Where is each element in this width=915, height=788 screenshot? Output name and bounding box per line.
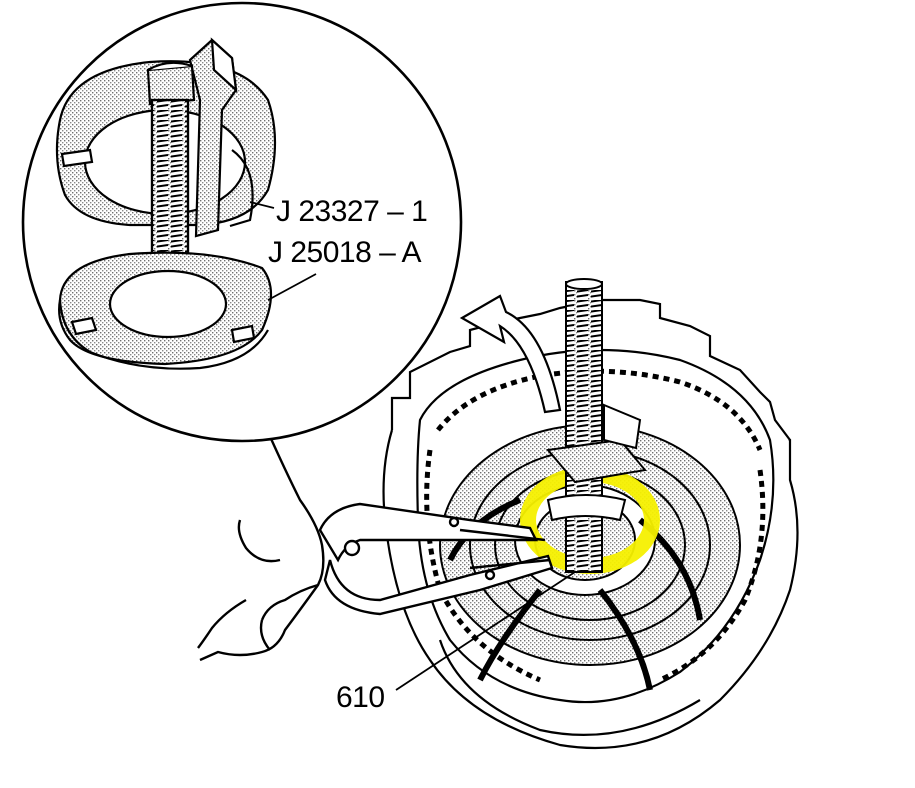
hand: [197, 431, 325, 662]
curved-arrow-icon: [459, 294, 562, 414]
leader-part-610: [395, 571, 576, 691]
leader-lines: [249, 201, 576, 691]
leader-tool-2: [267, 273, 317, 301]
label-tool-j25018-a: J 25018 – A: [268, 236, 421, 269]
snap-ring-pliers: [318, 502, 554, 616]
label-part-610: 610: [336, 681, 385, 714]
leader-tool-1: [249, 201, 275, 209]
label-tool-j23327-1: J 23327 – 1: [276, 195, 427, 228]
compressor-tool-installed: [546, 278, 647, 573]
detail-view: [21, 1, 463, 443]
